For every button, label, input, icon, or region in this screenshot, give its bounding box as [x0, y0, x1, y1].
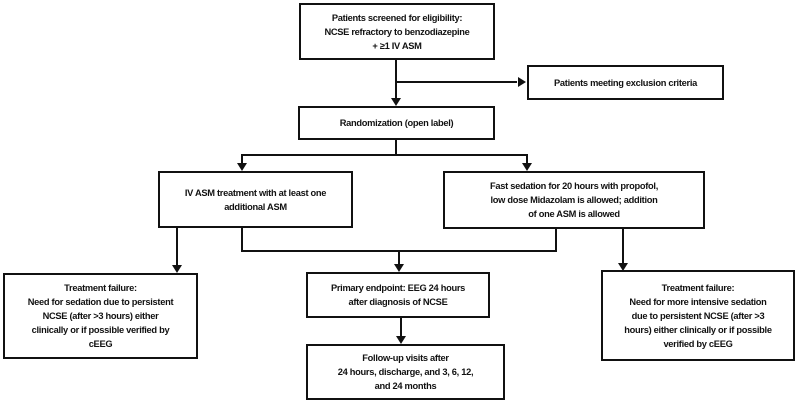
box-exclusion-criteria: Patients meeting exclusion criteria	[527, 65, 724, 100]
box-treatment-failure-right-text: Treatment failure: Need for more intensi…	[624, 282, 772, 349]
arrowhead-into-arm-iv-asm	[237, 163, 247, 171]
box-treatment-failure-right: Treatment failure: Need for more intensi…	[601, 270, 795, 361]
connector-screening-exclusion-line	[395, 81, 517, 83]
connector-randomization-split-stem	[395, 140, 397, 156]
arrowhead-into-followup	[396, 336, 406, 344]
box-arm-fast-sedation: Fast sedation for 20 hours with propofol…	[443, 171, 705, 229]
connector-split-horizontal	[241, 154, 528, 156]
box-treatment-failure-left: Treatment failure: Need for sedation due…	[3, 273, 198, 359]
connector-split-left-drop	[241, 154, 243, 164]
connector-armright-collector-drop	[555, 228, 557, 252]
arrowhead-into-failure-right	[618, 263, 628, 271]
box-randomization-text: Randomization (open label)	[339, 118, 454, 128]
box-exclusion-criteria-text: Patients meeting exclusion criteria	[554, 77, 697, 88]
box-screening-text: Patients screened for eligibility: NCSE …	[324, 12, 470, 51]
connector-armright-failure-line	[622, 228, 624, 264]
arrowhead-into-randomization	[391, 98, 401, 106]
connector-collector-primary-stem	[398, 250, 400, 264]
connector-armleft-collector-drop	[241, 228, 243, 252]
arrowhead-into-arm-fast-sedation	[522, 163, 532, 171]
connector-armleft-failure-line	[176, 228, 178, 265]
box-arm-iv-asm: IV ASM treatment with at least one addit…	[158, 171, 353, 228]
box-randomization: Randomization (open label)	[298, 106, 495, 140]
connector-primary-followup-line	[400, 318, 402, 336]
arrowhead-into-failure-left	[172, 265, 182, 273]
box-followup-visits: Follow-up visits after 24 hours, dischar…	[306, 344, 505, 400]
box-primary-endpoint-text: Primary endpoint: EEG 24 hours after dia…	[330, 283, 466, 307]
arrowhead-into-exclusion	[518, 77, 526, 87]
box-treatment-failure-left-text: Treatment failure: Need for sedation due…	[27, 283, 174, 349]
box-arm-fast-sedation-text: Fast sedation for 20 hours with propofol…	[490, 181, 658, 219]
box-screening: Patients screened for eligibility: NCSE …	[299, 3, 495, 60]
box-followup-visits-text: Follow-up visits after 24 hours, dischar…	[337, 353, 474, 391]
box-primary-endpoint: Primary endpoint: EEG 24 hours after dia…	[306, 272, 490, 318]
arrowhead-into-primary-endpoint	[394, 264, 404, 272]
box-arm-iv-asm-text: IV ASM treatment with at least one addit…	[184, 187, 327, 212]
connector-split-right-drop	[526, 154, 528, 164]
connector-screening-randomization-line	[395, 60, 397, 99]
